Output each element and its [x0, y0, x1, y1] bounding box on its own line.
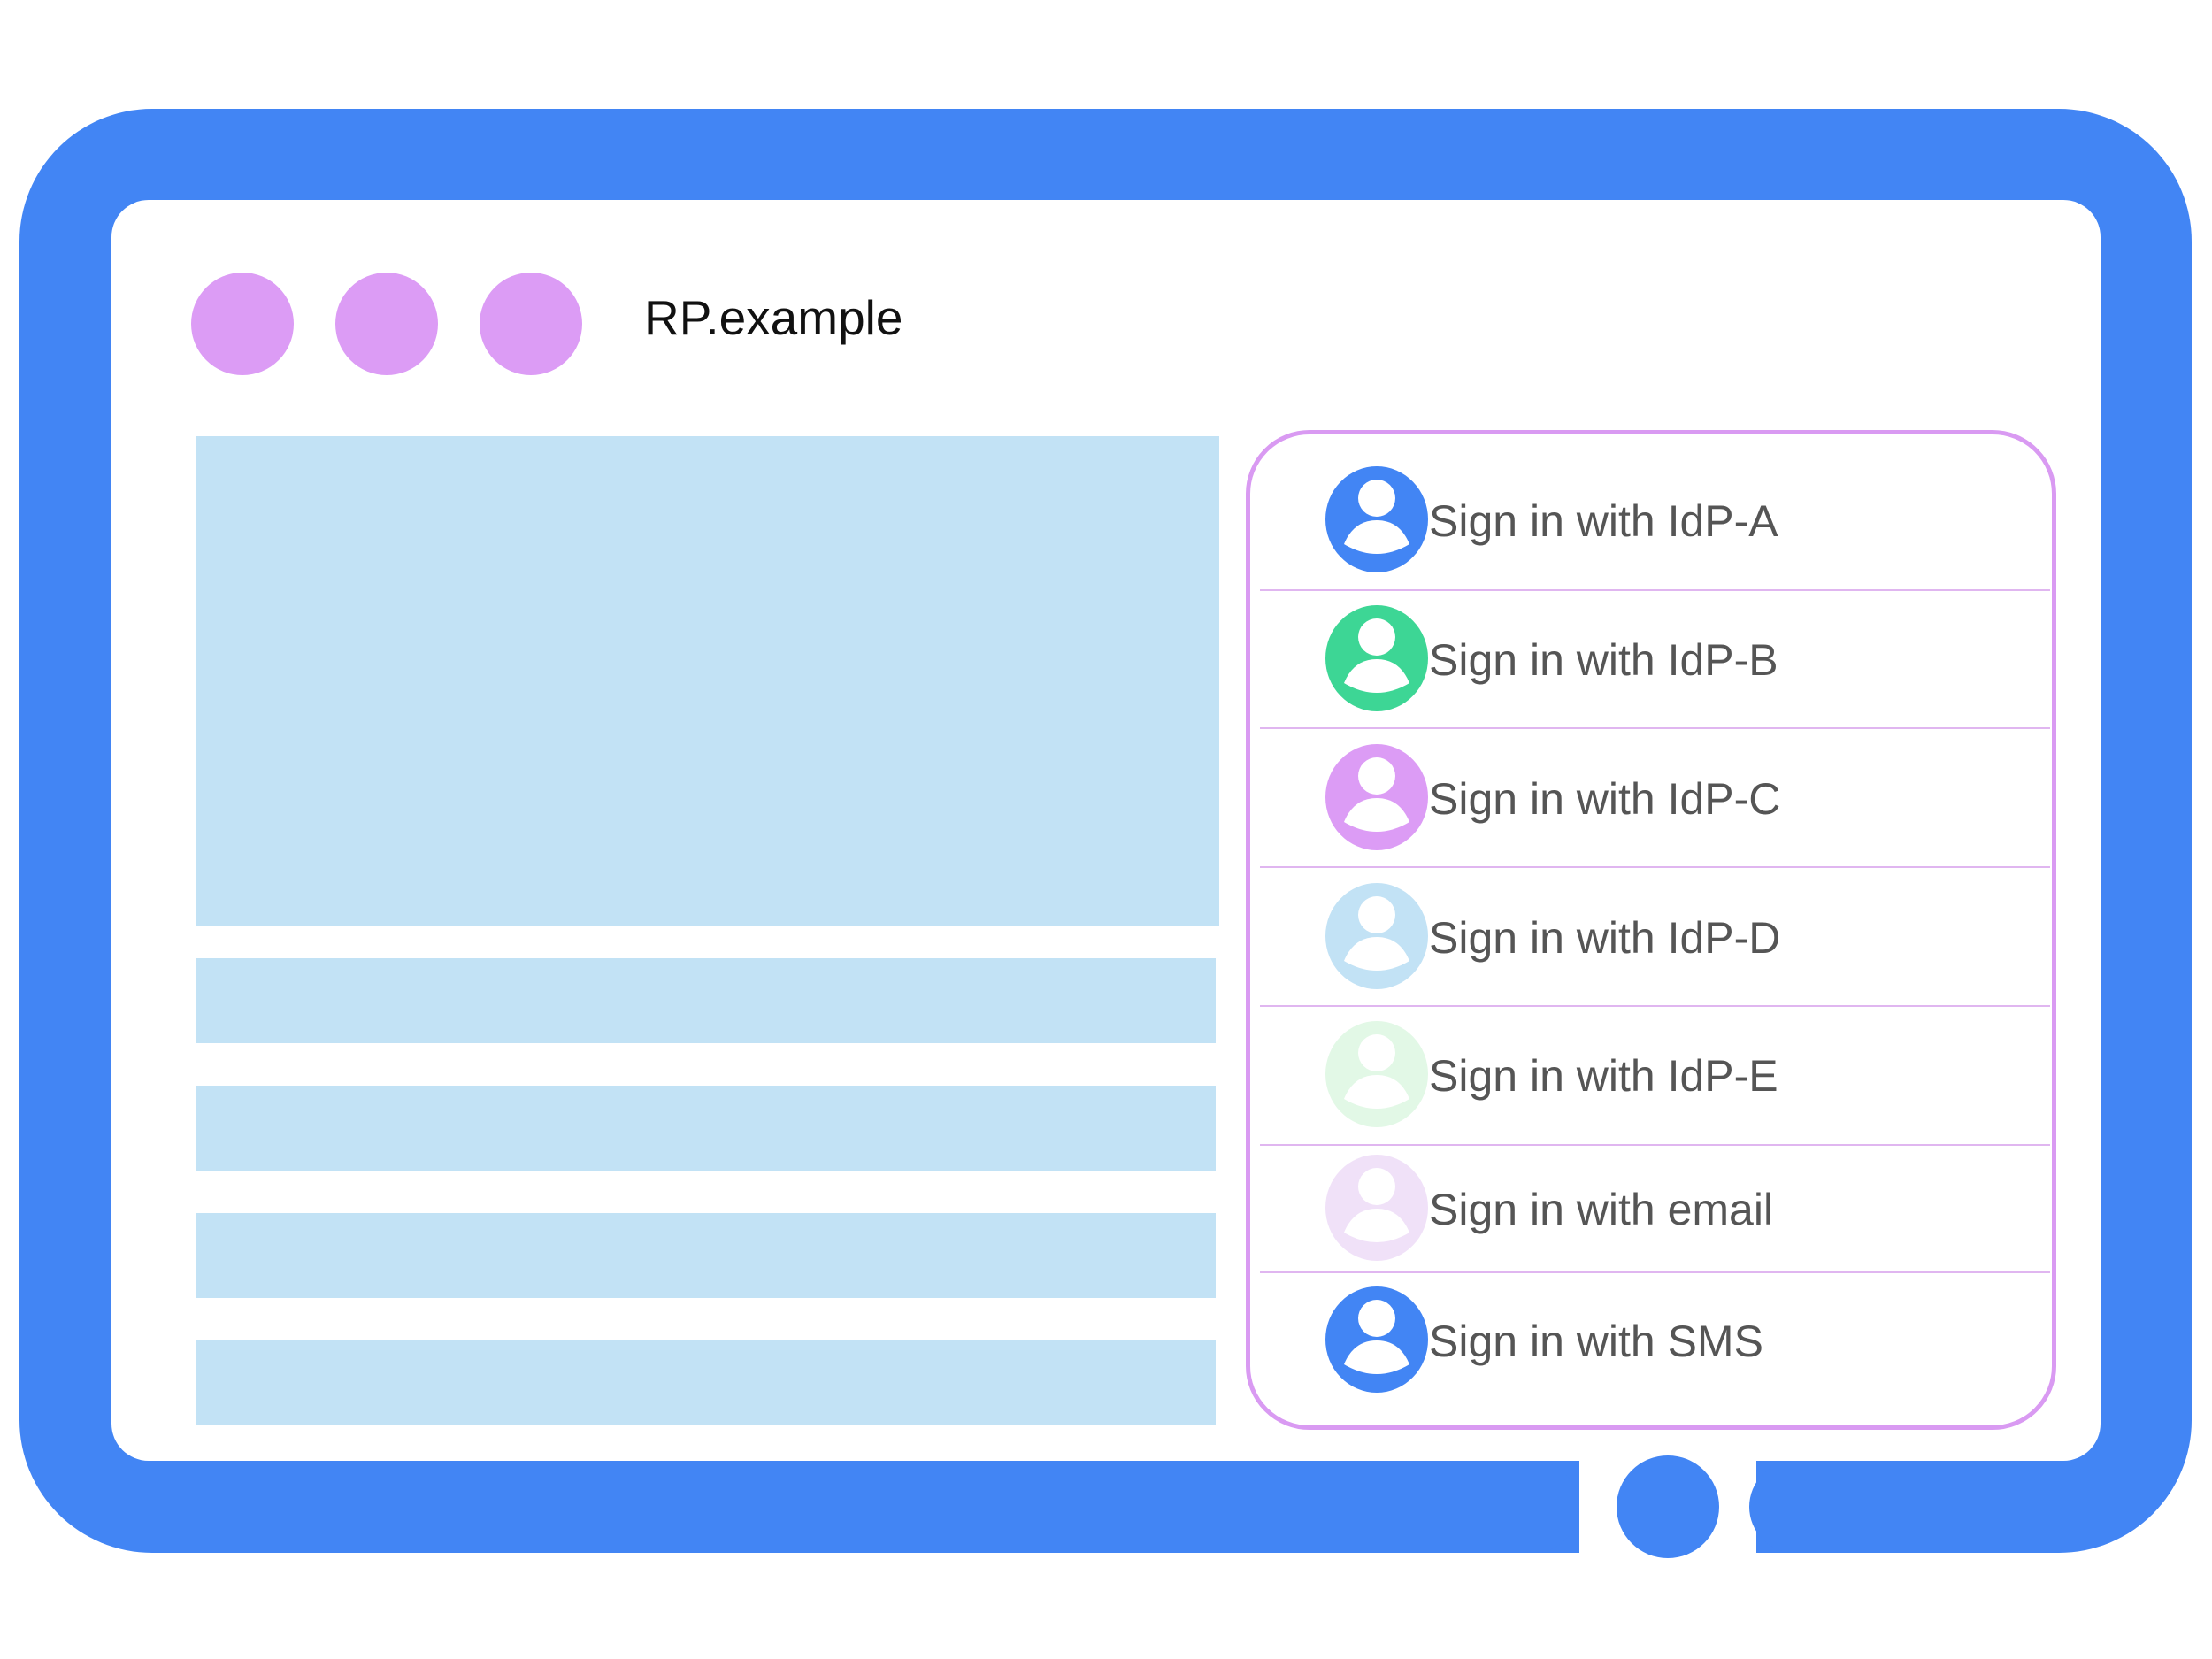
sign-in-option-label: Sign in with email	[1429, 1185, 1774, 1234]
person-icon	[1325, 1155, 1428, 1261]
person-icon	[1325, 883, 1428, 989]
sign-in-option-label: Sign in with IdP-A	[1429, 496, 1778, 546]
home-button[interactable]	[1617, 1455, 1719, 1558]
option-divider	[1260, 1271, 2050, 1273]
option-divider	[1260, 866, 2050, 868]
sign-in-option-label: Sign in with IdP-B	[1429, 635, 1778, 685]
sign-in-option-label: Sign in with SMS	[1429, 1317, 1763, 1366]
sign-in-option[interactable]: Sign in with SMS	[1274, 1282, 2035, 1397]
option-divider	[1260, 1005, 2050, 1007]
sign-in-option-label: Sign in with IdP-E	[1429, 1051, 1778, 1101]
content-line-placeholder	[196, 1213, 1216, 1298]
content-line-placeholder	[196, 1086, 1216, 1171]
person-icon	[1325, 1021, 1428, 1127]
content-line-placeholder	[196, 958, 1216, 1043]
content-line-placeholder	[196, 1340, 1216, 1425]
content-image-placeholder	[196, 436, 1219, 926]
window-dot-close[interactable]	[191, 273, 294, 375]
sign-in-option[interactable]: Sign in with IdP-B	[1274, 601, 2035, 716]
person-icon	[1325, 744, 1428, 850]
window-dot-maximize[interactable]	[480, 273, 582, 375]
sign-in-option[interactable]: Sign in with IdP-E	[1274, 1017, 2035, 1132]
person-icon	[1325, 1286, 1428, 1393]
sign-in-option-label: Sign in with IdP-D	[1429, 913, 1781, 963]
bezel-end-left	[1495, 1461, 1579, 1553]
sign-in-option[interactable]: Sign in with IdP-D	[1274, 879, 2035, 994]
option-divider	[1260, 1144, 2050, 1146]
person-icon	[1325, 605, 1428, 711]
window-dot-minimize[interactable]	[335, 273, 438, 375]
sign-in-option[interactable]: Sign in with email	[1274, 1150, 2035, 1265]
option-divider	[1260, 727, 2050, 729]
person-icon	[1325, 466, 1428, 572]
sign-in-option-label: Sign in with IdP-C	[1429, 774, 1781, 824]
sign-in-option[interactable]: Sign in with IdP-A	[1274, 462, 2035, 577]
site-title: RP.example	[644, 290, 903, 345]
bezel-end-right	[1749, 1461, 1833, 1553]
option-divider	[1260, 589, 2050, 591]
sign-in-option[interactable]: Sign in with IdP-C	[1274, 740, 2035, 855]
